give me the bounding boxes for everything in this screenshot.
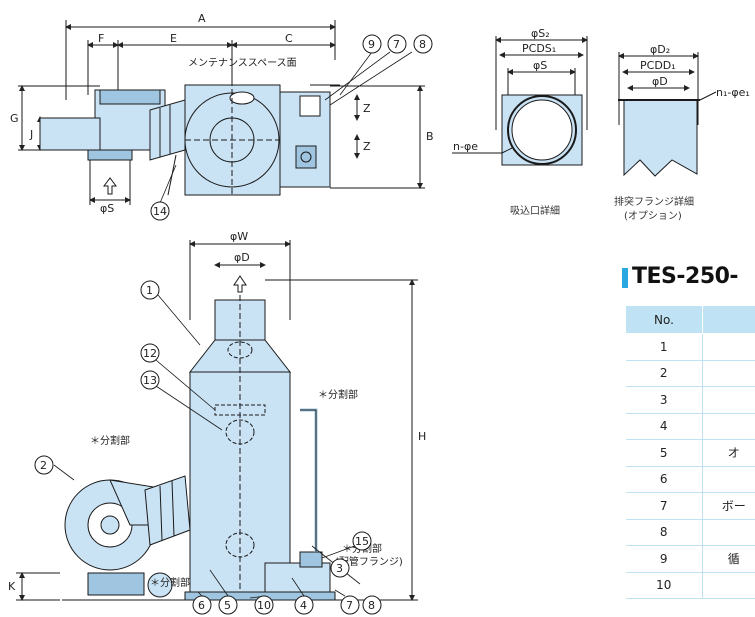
callout-markers (34, 34, 433, 615)
callout-8: 8 (419, 38, 426, 51)
row-number: 10 (625, 572, 703, 599)
split-label-top: ＊分割部 (318, 388, 358, 401)
row-number: 8 (625, 519, 703, 546)
row-part-name (702, 386, 755, 414)
dim-n-phi-e: n-φe (453, 140, 478, 153)
callout-7-bottom: 7 (346, 599, 353, 612)
row-number: 4 (625, 413, 703, 440)
dim-label-z-lower: Z (363, 140, 371, 153)
dim-label-h: H (418, 430, 426, 443)
caption-exhaust-detail: 排突フランジ詳細 (614, 195, 694, 208)
dim-phi-w: φW (230, 230, 248, 243)
dim-label-a: A (198, 12, 206, 25)
callout-14: 14 (153, 205, 167, 218)
row-part-name (702, 519, 755, 546)
dim-label-e: E (170, 32, 177, 45)
dim-phi-d: φD (234, 251, 250, 264)
row-part-name: オ (702, 439, 755, 467)
dim-label-b: B (426, 130, 434, 143)
dim-label-k: K (8, 580, 16, 593)
table-row: 1 (625, 333, 755, 361)
parts-table-header: No. (625, 305, 755, 334)
table-title-block: TES-250- (622, 264, 755, 290)
dim-pcd-s1: PCDS₁ (522, 42, 556, 55)
dim-phi-s: φS (100, 202, 114, 215)
dim-label-j: J (29, 128, 33, 141)
callout-leaders (53, 51, 413, 599)
dim-n1-phi-e1: n₁-φe₁ (716, 86, 750, 99)
dim-label-f: F (98, 32, 104, 45)
dim-phi-d2: φD₂ (650, 43, 670, 56)
callout-7: 7 (393, 38, 400, 51)
header-no: No. (625, 305, 703, 334)
flange-note: (配管フランジ) (335, 555, 403, 568)
dim-pcd-d1: PCDD₁ (640, 59, 676, 72)
row-part-name (702, 466, 755, 493)
dim-label-c: C (285, 32, 293, 45)
table-row: 6 (625, 466, 755, 493)
callout-4: 4 (300, 599, 307, 612)
maintenance-space-label: メンテナンススペース面 (188, 57, 297, 69)
caption-inlet-detail: 吸込口詳細 (510, 204, 560, 217)
dim-label-g: G (10, 112, 19, 125)
row-number: 5 (625, 439, 703, 467)
front-view (16, 240, 418, 601)
inlet-detail (452, 36, 588, 166)
callout-1: 1 (146, 284, 153, 297)
callout-8-bottom: 8 (368, 599, 375, 612)
row-part-name (702, 360, 755, 387)
row-number: 3 (625, 386, 703, 414)
dim-phi-s2: φS₂ (531, 27, 550, 40)
callout-12: 12 (143, 347, 157, 360)
table-row: 3 (625, 386, 755, 414)
row-number: 6 (625, 466, 703, 493)
callout-5: 5 (224, 599, 231, 612)
callout-2: 2 (40, 459, 47, 472)
row-part-name (702, 413, 755, 440)
row-number: 2 (625, 360, 703, 387)
exhaust-detail (618, 52, 717, 177)
row-number: 7 (625, 492, 703, 520)
dim-phi-d-exhaust: φD (652, 75, 668, 88)
callout-9: 9 (368, 38, 375, 51)
row-part-name: 循 (702, 545, 755, 573)
callout-13: 13 (143, 374, 157, 387)
callout-6: 6 (198, 599, 205, 612)
dim-phi-s-inlet: φS (533, 59, 547, 72)
title-accent-bar (622, 268, 628, 288)
top-view (18, 20, 425, 205)
row-part-name (702, 572, 755, 599)
callout-10: 10 (257, 599, 271, 612)
row-part-name (702, 333, 755, 361)
split-label-fan-base: ＊分割部 (150, 576, 190, 589)
row-number: 1 (625, 333, 703, 361)
table-row: 10 (625, 572, 755, 599)
dim-label-z-upper: Z (363, 102, 371, 115)
table-title: TES-250- (632, 264, 739, 289)
table-row: 8 (625, 519, 755, 546)
callout-15: 15 (355, 535, 369, 548)
callout-3: 3 (336, 562, 343, 575)
table-row: 2 (625, 360, 755, 387)
row-number: 9 (625, 545, 703, 573)
caption-exhaust-option: (オプション) (624, 210, 682, 222)
header-name (702, 305, 755, 334)
row-part-name: ボー (702, 492, 755, 520)
split-label-fan-top: ＊分割部 (90, 434, 130, 447)
table-row: 4 (625, 413, 755, 440)
